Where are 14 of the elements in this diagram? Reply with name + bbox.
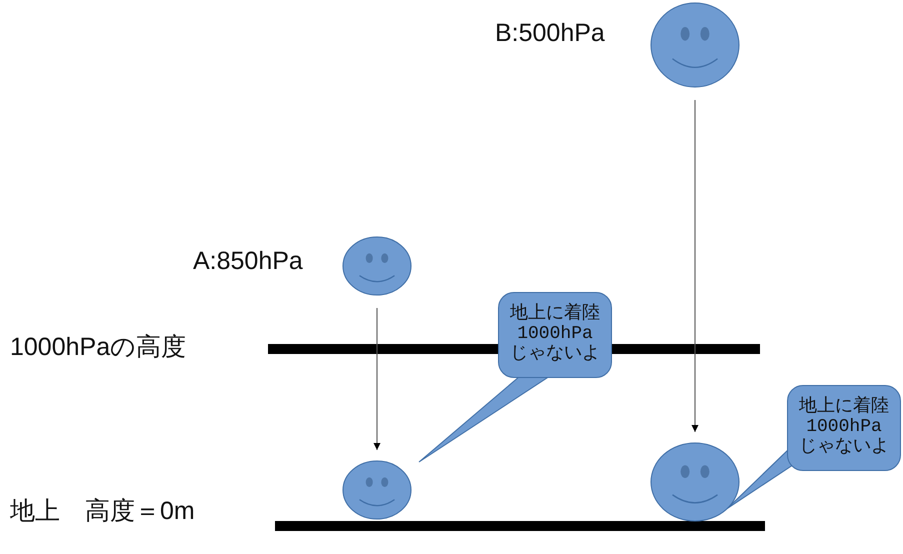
altitude-label: 1000hPaの高度 bbox=[10, 334, 186, 362]
speech-bubble bbox=[498, 292, 612, 378]
smiley-face-icon bbox=[650, 442, 740, 522]
arrow bbox=[374, 308, 380, 450]
pressure-label: B:500hPa bbox=[495, 20, 605, 48]
speech-bubble bbox=[787, 385, 901, 471]
altitude-label: 地上 高度＝0m bbox=[10, 498, 195, 526]
smiley-face-icon bbox=[650, 2, 740, 88]
arrow bbox=[692, 100, 698, 432]
bubble-text: 地上に着陸1000hPaじゃないよ bbox=[798, 398, 890, 458]
smiley-face-icon bbox=[342, 236, 412, 296]
pressure-label: A:850hPa bbox=[193, 248, 303, 276]
bubble-text: 地上に着陸1000hPaじゃないよ bbox=[509, 305, 601, 365]
smiley-face-icon bbox=[342, 460, 412, 520]
